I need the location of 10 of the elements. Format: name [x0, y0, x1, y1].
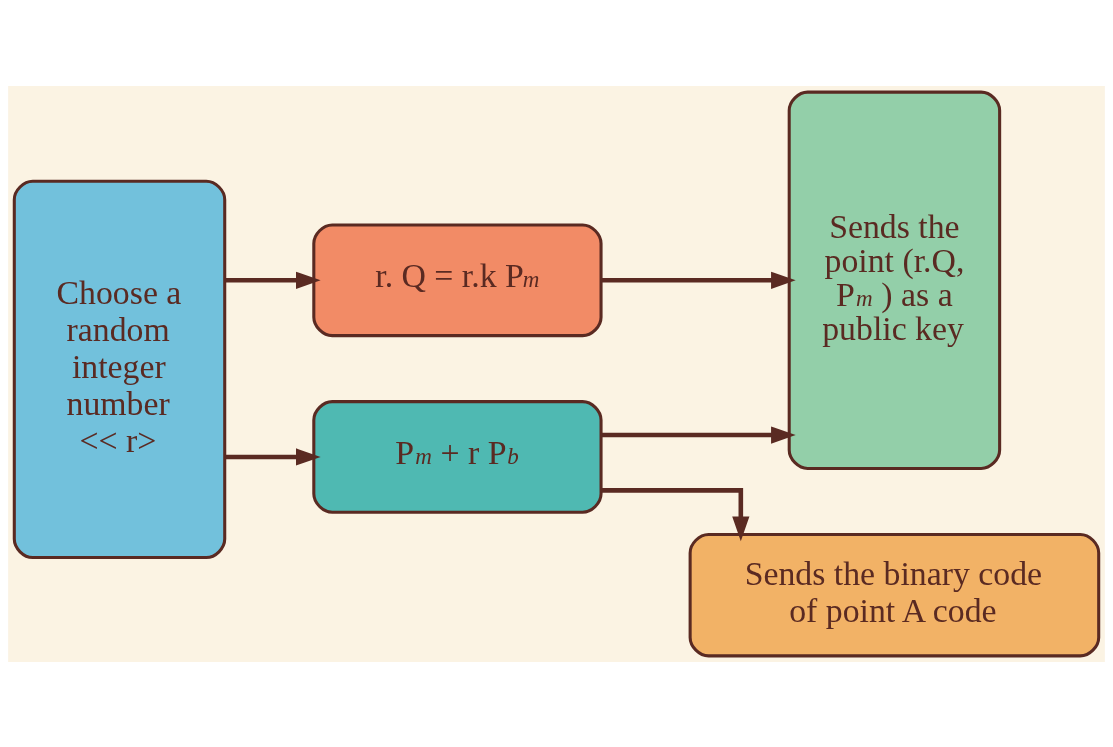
arrow	[601, 271, 796, 289]
node-box: Choose a random integer number << r>	[12, 179, 227, 559]
arrow	[601, 487, 750, 541]
node-box: Sends the point (r.Q, Pm ) as a public key	[787, 90, 1002, 470]
arrow	[225, 271, 321, 289]
node-box: r. Q = r.k Pm	[312, 222, 603, 337]
node-box: Sends the binary code of point A code	[688, 532, 1101, 657]
arrow	[225, 447, 321, 466]
node-box: Pm + r Pb	[312, 399, 603, 514]
arrow	[601, 425, 796, 444]
